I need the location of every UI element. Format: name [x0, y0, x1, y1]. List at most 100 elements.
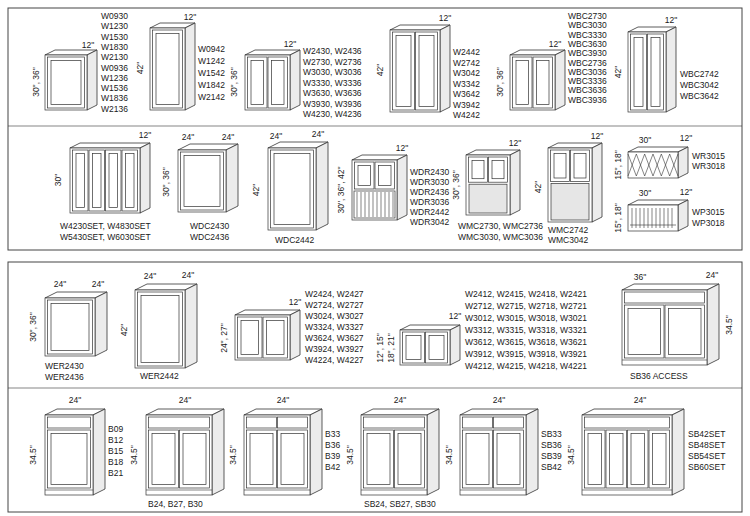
model-number: W2712, W2715, W2718, W2721 [465, 302, 587, 311]
door-panel [396, 36, 411, 107]
plate-rail [630, 225, 676, 226]
cabinet-top [146, 409, 224, 415]
dimension-label: 24" [54, 280, 66, 289]
dimension-label: 24" [222, 133, 234, 142]
cabinet-door [606, 430, 627, 488]
cabinet-side [310, 409, 322, 495]
dimension-label: 24" [634, 396, 646, 405]
dimension-label: 12" [289, 298, 301, 307]
model-number: WR3018 [692, 162, 725, 171]
dimension-label: 34.5" [346, 445, 355, 465]
model-number: B24, B27, B30 [148, 500, 203, 509]
model-number: SB48SET [688, 441, 725, 450]
cabinet-door [122, 150, 138, 211]
model-number: W0936 [101, 64, 128, 73]
door-panel [152, 434, 175, 485]
model-number: WDR3036 [410, 198, 449, 207]
cabinet-door [364, 430, 394, 488]
dimension-label: 30", 36", 42" [337, 167, 346, 214]
wine-lattice [661, 154, 669, 176]
dimension-label: 30", 36" [452, 170, 461, 200]
cabinet-door [513, 57, 533, 108]
cabinet-front [548, 148, 592, 222]
dimension-label: 30", 36" [496, 67, 505, 97]
door-panel [51, 61, 81, 105]
model-number: WBC2742 [680, 70, 719, 79]
dimension-label: 24" [706, 271, 718, 280]
dimension-label: 34.5" [725, 315, 734, 335]
cabinet-top [622, 284, 719, 290]
model-number: W1830 [101, 43, 128, 52]
cabinet-door [625, 305, 665, 358]
model-number: WBC3042 [680, 81, 719, 90]
dimension-label: 12" [439, 14, 451, 23]
cabinet-front [628, 32, 666, 112]
dimension-label: 12" [665, 16, 677, 25]
model-number: W3630, W3636 [303, 89, 362, 98]
drawer-front [463, 417, 493, 428]
model-number: WMC2742 [548, 226, 588, 235]
door-panel [183, 434, 206, 485]
cabinet-door [648, 34, 664, 110]
wine-lattice [670, 154, 678, 176]
model-number: WDR3042 [410, 218, 449, 227]
cabinet-side [555, 50, 565, 110]
door-panel [379, 166, 392, 186]
model-number: WMC2730, WMC2736 [458, 222, 543, 231]
drawer-front [625, 292, 705, 303]
cabinet-door [494, 430, 524, 488]
door-panel [634, 38, 643, 107]
dimension-label: 24" [179, 396, 191, 405]
dimension-label: 34.5" [29, 445, 38, 465]
cabinet-top [460, 409, 538, 415]
model-number: WMC3042 [548, 236, 588, 245]
cabinet-side [678, 200, 688, 231]
cabinet-door [271, 150, 314, 228]
cabinet-side [450, 325, 460, 365]
model-number: B39 [325, 452, 340, 461]
door-panel [241, 321, 259, 355]
wine-lattice [645, 154, 653, 176]
model-number: WDR3030 [410, 178, 449, 187]
model-number: SB33 [541, 430, 562, 439]
model-number: W3024, W3027 [305, 312, 364, 321]
dimension-label: 30" [639, 189, 651, 198]
cabinet-door [181, 152, 224, 210]
cabinet-side [185, 23, 195, 110]
cabinet-door [665, 305, 705, 358]
cabinet-front [235, 315, 290, 360]
drawer-front [364, 417, 425, 428]
dimension-label: 24", 27" [220, 323, 229, 353]
model-number: W2430, W2436 [303, 47, 362, 56]
model-number: W2130 [101, 53, 128, 62]
cabinet-door [628, 430, 649, 488]
cabinet-side [290, 310, 300, 360]
cabinet-door [463, 430, 493, 488]
drawer-front [149, 417, 210, 428]
cabinet-top [361, 409, 439, 415]
model-number: B42 [325, 463, 340, 472]
door-panel [497, 434, 520, 485]
cabinet-side [185, 284, 197, 368]
cabinet-door [469, 157, 488, 182]
model-number: W1536 [101, 84, 128, 93]
dimension-label: 12" [82, 41, 94, 50]
door-panel [156, 34, 179, 105]
rack-slat [393, 192, 394, 217]
dimension-label: 30", 36" [230, 67, 239, 97]
dimension-label: 42" [252, 184, 261, 196]
model-number: W1542 [198, 69, 225, 78]
toe-kick [622, 360, 707, 361]
door-panel [109, 154, 118, 208]
model-number: WER2442 [140, 372, 179, 381]
cabinet-front [245, 55, 290, 110]
cabinet-front [70, 148, 140, 213]
cabinet-front [244, 415, 310, 495]
cabinet-door [649, 430, 670, 488]
drawer-front [48, 417, 91, 428]
door-panel [267, 321, 285, 355]
model-number: W1836 [101, 94, 128, 103]
rack-frame [354, 191, 395, 218]
dimension-label: 12" [680, 188, 692, 197]
dimension-label: 42" [120, 324, 129, 336]
